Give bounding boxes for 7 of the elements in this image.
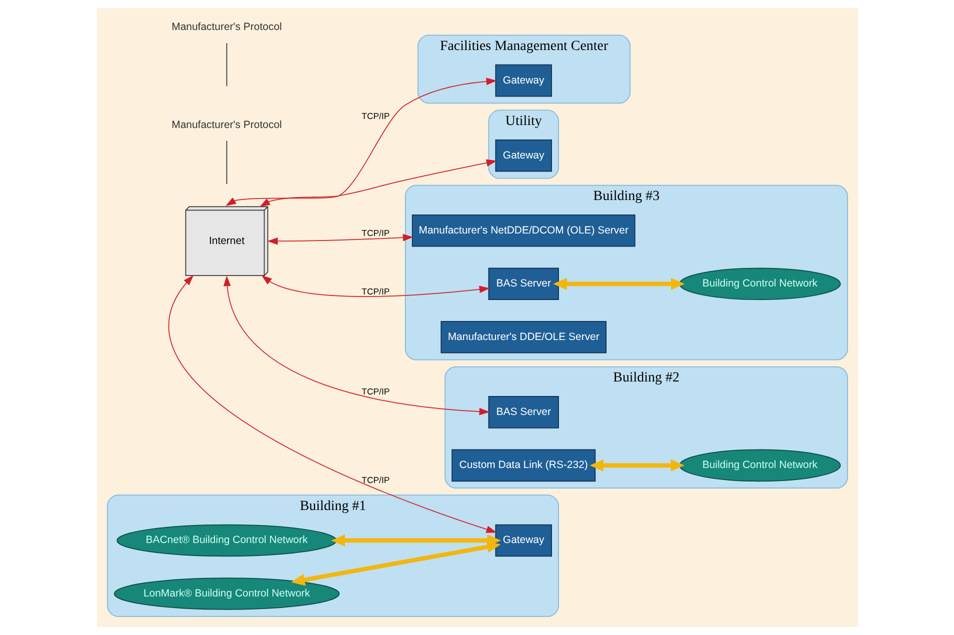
edge-label: TCP/IP [361,386,390,397]
edge-label: TCP/IP [361,286,390,296]
edge-label: TCP/IP [361,110,390,121]
edge-label: TCP/IP [361,228,390,238]
node-text: Manufacturer's Protocol [171,22,282,34]
node-text: Manufacturer's Protocol [171,120,282,131]
edge-label: TCP/IP [361,474,390,485]
